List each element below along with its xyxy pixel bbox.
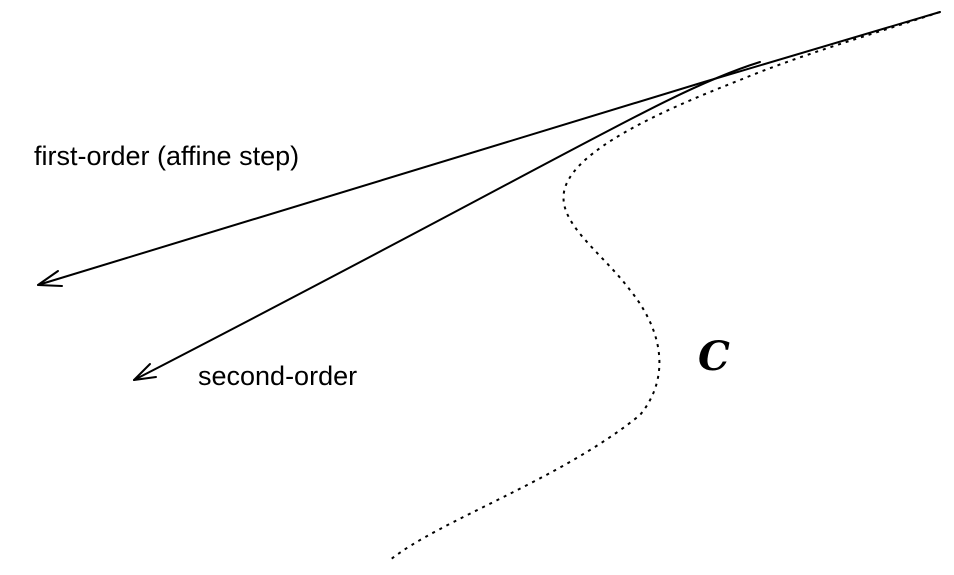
first-order-arrowhead <box>37 270 63 287</box>
first-order-label: first-order (affine step) <box>34 141 299 171</box>
second-order-arrowhead <box>133 363 157 381</box>
first-order-arrow-line <box>37 11 941 286</box>
curve-c-dotted <box>389 11 941 561</box>
second-order-label: second-order <box>198 361 357 391</box>
curve-c-label: C <box>698 333 730 380</box>
second-order-arrow-line <box>133 61 761 381</box>
